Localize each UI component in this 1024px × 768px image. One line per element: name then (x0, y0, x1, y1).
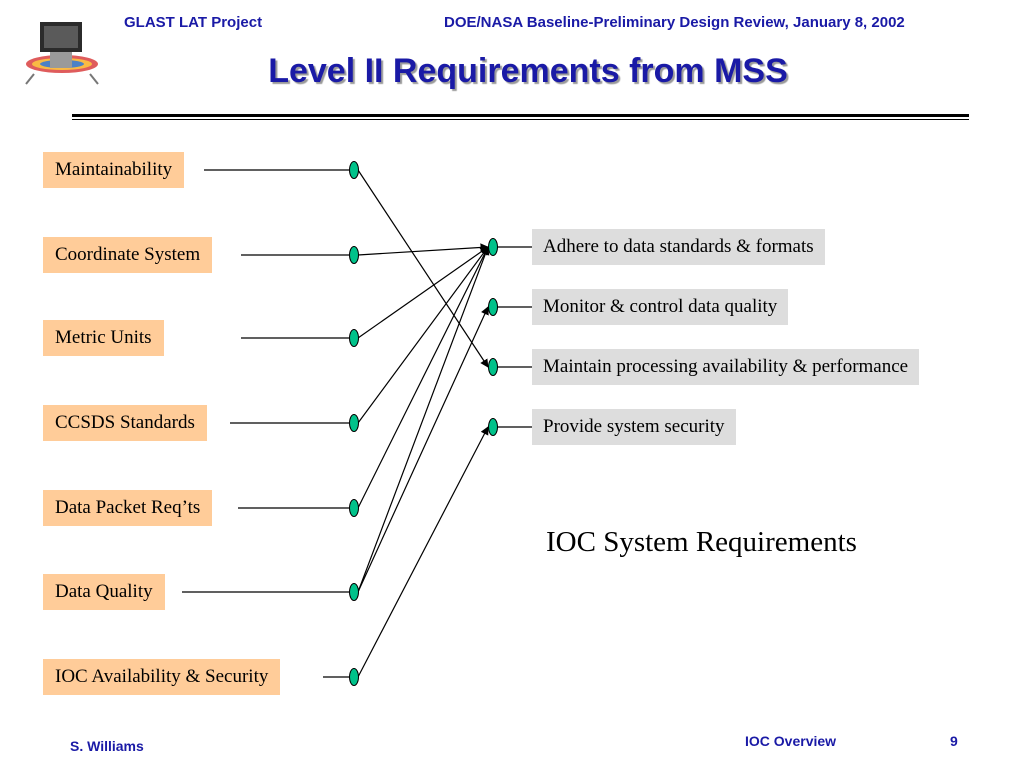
target-node-maintain-availability (488, 358, 498, 376)
target-monitor-quality: Monitor & control data quality (532, 289, 789, 325)
source-coordinate-system: Coordinate System (43, 237, 213, 273)
title-rule-thin (72, 119, 969, 120)
source-ioc-availability-security: IOC Availability & Security (43, 659, 281, 695)
source-node-ccsds-standards (349, 414, 359, 432)
source-node-data-packet-reqts (349, 499, 359, 517)
source-data-packet-reqts: Data Packet Req’ts (43, 490, 213, 526)
link-coordinate-system-to-adhere-standards (357, 243, 489, 256)
title-rule (72, 114, 969, 117)
target-node-system-security (488, 418, 498, 436)
link-metric-units-to-adhere-standards (357, 246, 489, 339)
source-node-coordinate-system (349, 246, 359, 264)
link-data-packet-reqts-to-adhere-standards (357, 246, 489, 509)
source-ccsds-standards: CCSDS Standards (43, 405, 207, 441)
footer-author: S. Williams (70, 738, 144, 754)
source-data-quality: Data Quality (43, 574, 165, 610)
target-node-monitor-quality (488, 298, 498, 316)
target-system-security: Provide system security (532, 409, 736, 445)
source-metric-units: Metric Units (43, 320, 164, 356)
link-ccsds-standards-to-adhere-standards (357, 246, 489, 424)
glast-logo (25, 22, 99, 85)
link-ioc-availability-security-to-system-security (357, 426, 489, 678)
link-data-quality-to-monitor-quality (357, 306, 489, 593)
footer-section: IOC Overview (745, 733, 837, 749)
target-maintain-availability: Maintain processing availability & perfo… (532, 349, 920, 385)
target-node-adhere-standards (488, 238, 498, 256)
link-data-quality-to-adhere-standards (357, 246, 490, 593)
slide-title: Level II Requirements from MSS (268, 52, 788, 90)
source-node-data-quality (349, 583, 359, 601)
target-adhere-standards: Adhere to data standards & formats (532, 229, 825, 265)
ioc-system-requirements-label: IOC System Requirements (546, 526, 857, 558)
review-title: DOE/NASA Baseline-Preliminary Design Rev… (444, 14, 905, 31)
source-maintainability: Maintainability (43, 152, 185, 188)
source-node-maintainability (349, 161, 359, 179)
project-name: GLAST LAT Project (124, 14, 263, 31)
source-node-metric-units (349, 329, 359, 347)
link-maintainability-to-maintain-availability (357, 169, 489, 368)
source-node-ioc-availability-security (349, 668, 359, 686)
footer-page-number: 9 (950, 733, 958, 749)
